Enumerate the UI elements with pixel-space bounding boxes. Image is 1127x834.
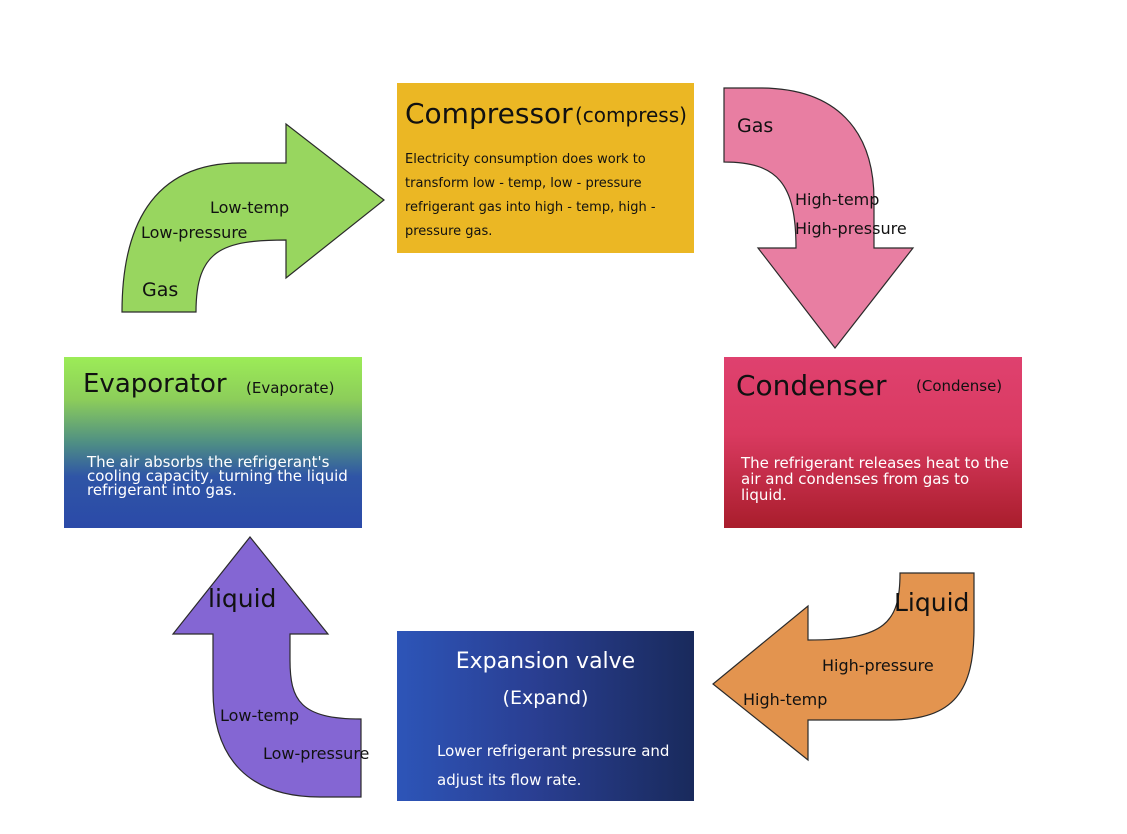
compressor-description: Electricity consumption does work to tra…	[405, 152, 656, 239]
evaporator-title: Evaporator	[83, 369, 227, 399]
condenser-subtitle: (Condense)	[916, 377, 1003, 395]
green-arrow-temp-label: Low-temp	[210, 198, 290, 217]
pink-arrow-temp-label: High-temp	[795, 190, 880, 209]
expansion-valve-title: Expansion valve	[455, 649, 636, 674]
pink-arrow-state-label: Gas	[737, 115, 774, 137]
compressor-subtitle: (compress)	[575, 103, 687, 127]
orange-arrow-state-label: Liquid	[894, 588, 970, 617]
green-arrow-state-label: Gas	[142, 279, 179, 301]
compressor-title: Compressor	[405, 97, 573, 130]
evaporator-description: The air absorbs the refrigerant's coolin…	[87, 453, 348, 499]
purple-arrow-state-label: liquid	[208, 584, 277, 613]
orange-arrow-pressure-label: High-pressure	[822, 656, 934, 675]
expansion-valve-subtitle: (Expand)	[502, 687, 589, 709]
purple-arrow-temp-label: Low-temp	[220, 706, 300, 725]
expansion-valve-description: Lower refrigerant pressure and adjust it…	[437, 742, 670, 789]
expansion-valve-box: Expansion valve (Expand) Lower refrigera…	[397, 631, 694, 801]
purple-arrow-pressure-label: Low-pressure	[263, 744, 370, 763]
arrow-evap-to-compressor	[121, 122, 385, 313]
condenser-box: Condenser (Condense) The refrigerant rel…	[724, 357, 1022, 528]
compressor-box: Compressor (compress) Electricity consum…	[397, 83, 694, 253]
pink-arrow-pressure-label: High-pressure	[795, 219, 907, 238]
condenser-description: The refrigerant releases heat to the air…	[741, 454, 1009, 504]
evaporator-subtitle: (Evaporate)	[246, 379, 335, 397]
green-arrow-pressure-label: Low-pressure	[141, 223, 248, 242]
arrow-exp-to-evaporator	[171, 536, 362, 798]
condenser-title: Condenser	[736, 369, 887, 402]
evaporator-box: Evaporator (Evaporate) The air absorbs t…	[64, 357, 362, 528]
orange-arrow-temp-label: High-temp	[743, 690, 828, 709]
arrow-cond-to-expansion	[712, 572, 975, 762]
arrow-comp-to-condenser	[723, 87, 915, 349]
